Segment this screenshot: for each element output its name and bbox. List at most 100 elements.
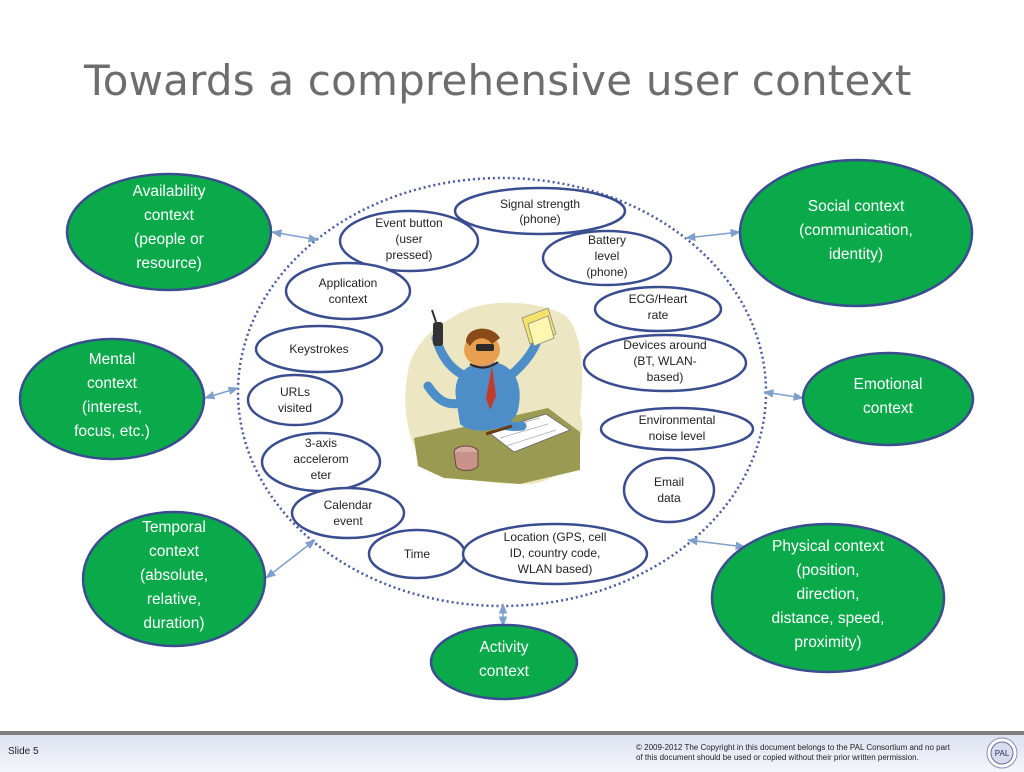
calendar-label-line: Calendar: [324, 498, 373, 512]
ecg-oval: [593, 285, 723, 333]
context-node-social: Social context (communication, identity): [738, 158, 974, 308]
ecg-label-line: ECG/Heart: [629, 292, 688, 306]
email-label-line: data: [657, 491, 681, 505]
physical-label-line: Physical context: [772, 538, 885, 555]
location-label-line: WLAN based): [518, 562, 593, 576]
temporal-label-line: context: [149, 543, 200, 560]
mental-label: Mental context (interest, focus, etc.): [74, 351, 150, 440]
event-button-label-line: (user: [395, 232, 422, 246]
temporal-label-line: relative,: [147, 591, 201, 608]
accelerometer-label-line: 3-axis: [305, 436, 337, 450]
context-node-mental: Mental context (interest, focus, etc.): [18, 337, 206, 461]
availability-label-line: (people or: [134, 231, 204, 248]
accelerometer-label: 3-axis accelerom eter: [293, 436, 348, 482]
ecg-label-line: rate: [648, 308, 669, 322]
ecg-label: ECG/Heart rate: [629, 292, 688, 322]
keystrokes-label-line: Keystrokes: [289, 342, 348, 356]
mental-label-line: (interest,: [82, 399, 142, 416]
activity-label-line: context: [479, 663, 530, 680]
keystrokes-label: Keystrokes: [289, 342, 348, 356]
email-label: Email data: [654, 475, 684, 505]
social-label-line: (communication,: [799, 222, 913, 239]
time-label-line: Time: [404, 547, 431, 561]
footer: Slide 5 © 2009-2012 The Copyright in thi…: [0, 731, 1024, 772]
email-label-line: Email: [654, 475, 684, 489]
application-label-line: Application: [319, 276, 378, 290]
event-button-oval: [338, 209, 480, 273]
signal-label: Signal strength(phone): [500, 197, 580, 226]
emotional-oval: [801, 351, 975, 447]
slide-number: Slide 5: [8, 746, 39, 757]
physical-label-line: proximity): [794, 634, 861, 651]
activity-oval: [429, 623, 579, 701]
arrow-temporal: [265, 539, 316, 579]
social-label-line: identity): [829, 246, 883, 263]
mental-label-line: Mental: [89, 351, 136, 368]
availability-label-line: resource): [136, 255, 201, 272]
temporal-label-line: Temporal: [142, 519, 206, 536]
battery-label-line: Battery: [588, 233, 626, 247]
physical-oval: [710, 522, 946, 674]
signal-oval: [453, 186, 627, 236]
temporal-oval: [81, 510, 267, 648]
sensor-node-battery: Battery level (phone): [541, 229, 673, 287]
arrow-physical: [686, 536, 747, 551]
battery-label-line: level: [595, 249, 620, 263]
arrows: [203, 228, 805, 628]
context-node-emotional: Emotional context: [801, 351, 975, 447]
sensor-node-keystrokes: Keystrokes: [254, 324, 384, 374]
physical-label-line: direction,: [797, 586, 860, 603]
sensor-node-devices: Devices around(BT, WLAN-based): [582, 333, 748, 393]
copyright-line-1: © 2009-2012 The Copyright in this docume…: [636, 743, 950, 752]
temporal-label-line: duration): [143, 615, 204, 632]
availability-label-line: context: [144, 207, 195, 224]
accelerometer-label-line: eter: [311, 468, 332, 482]
location-label-line: Location (GPS, cell: [504, 530, 607, 544]
pal-logo-icon: PAL: [986, 737, 1018, 769]
mental-label-line: focus, etc.): [74, 423, 150, 440]
copyright-line-2: of this document should be used or copie…: [636, 753, 919, 762]
sensor-node-ecg: ECG/Heart rate: [593, 285, 723, 333]
calendar-oval: [290, 486, 406, 540]
emotional-label: Emotional context: [854, 376, 923, 417]
context-node-physical: Physical context(position,direction,dist…: [710, 522, 946, 674]
mental-oval: [18, 337, 206, 461]
email-oval: [622, 456, 716, 524]
battery-label-line: (phone): [586, 265, 627, 279]
availability-oval: [65, 172, 273, 292]
event-button-label-line: Event button: [375, 216, 442, 230]
arrow-emotional: [762, 389, 805, 401]
urls-label-line: visited: [278, 401, 312, 415]
urls-oval: [246, 373, 344, 427]
signal-label-line: Signal strength: [500, 197, 580, 211]
sensor-node-accelerometer: 3-axis accelerom eter: [260, 431, 382, 493]
accelerometer-label-line: accelerom: [293, 452, 348, 466]
emotional-label-line: context: [863, 400, 914, 417]
social-label: Social context (communication, identity): [799, 198, 913, 263]
mental-label-line: context: [87, 375, 138, 392]
time-label: Time: [404, 547, 431, 561]
page-title: Towards a comprehensive user context: [84, 56, 912, 105]
emotional-label-line: Emotional: [854, 376, 923, 393]
devices-oval: [582, 333, 748, 393]
devices-label-line: Devices around: [623, 338, 706, 352]
copyright-notice: © 2009-2012 The Copyright in this docume…: [636, 743, 981, 763]
social-label-line: Social context: [808, 198, 905, 215]
arrow-mental: [203, 386, 240, 400]
sensor-node-time: Time: [367, 528, 467, 580]
arrow-social: [684, 228, 742, 242]
physical-label: Physical context(position,direction,dist…: [772, 538, 885, 651]
